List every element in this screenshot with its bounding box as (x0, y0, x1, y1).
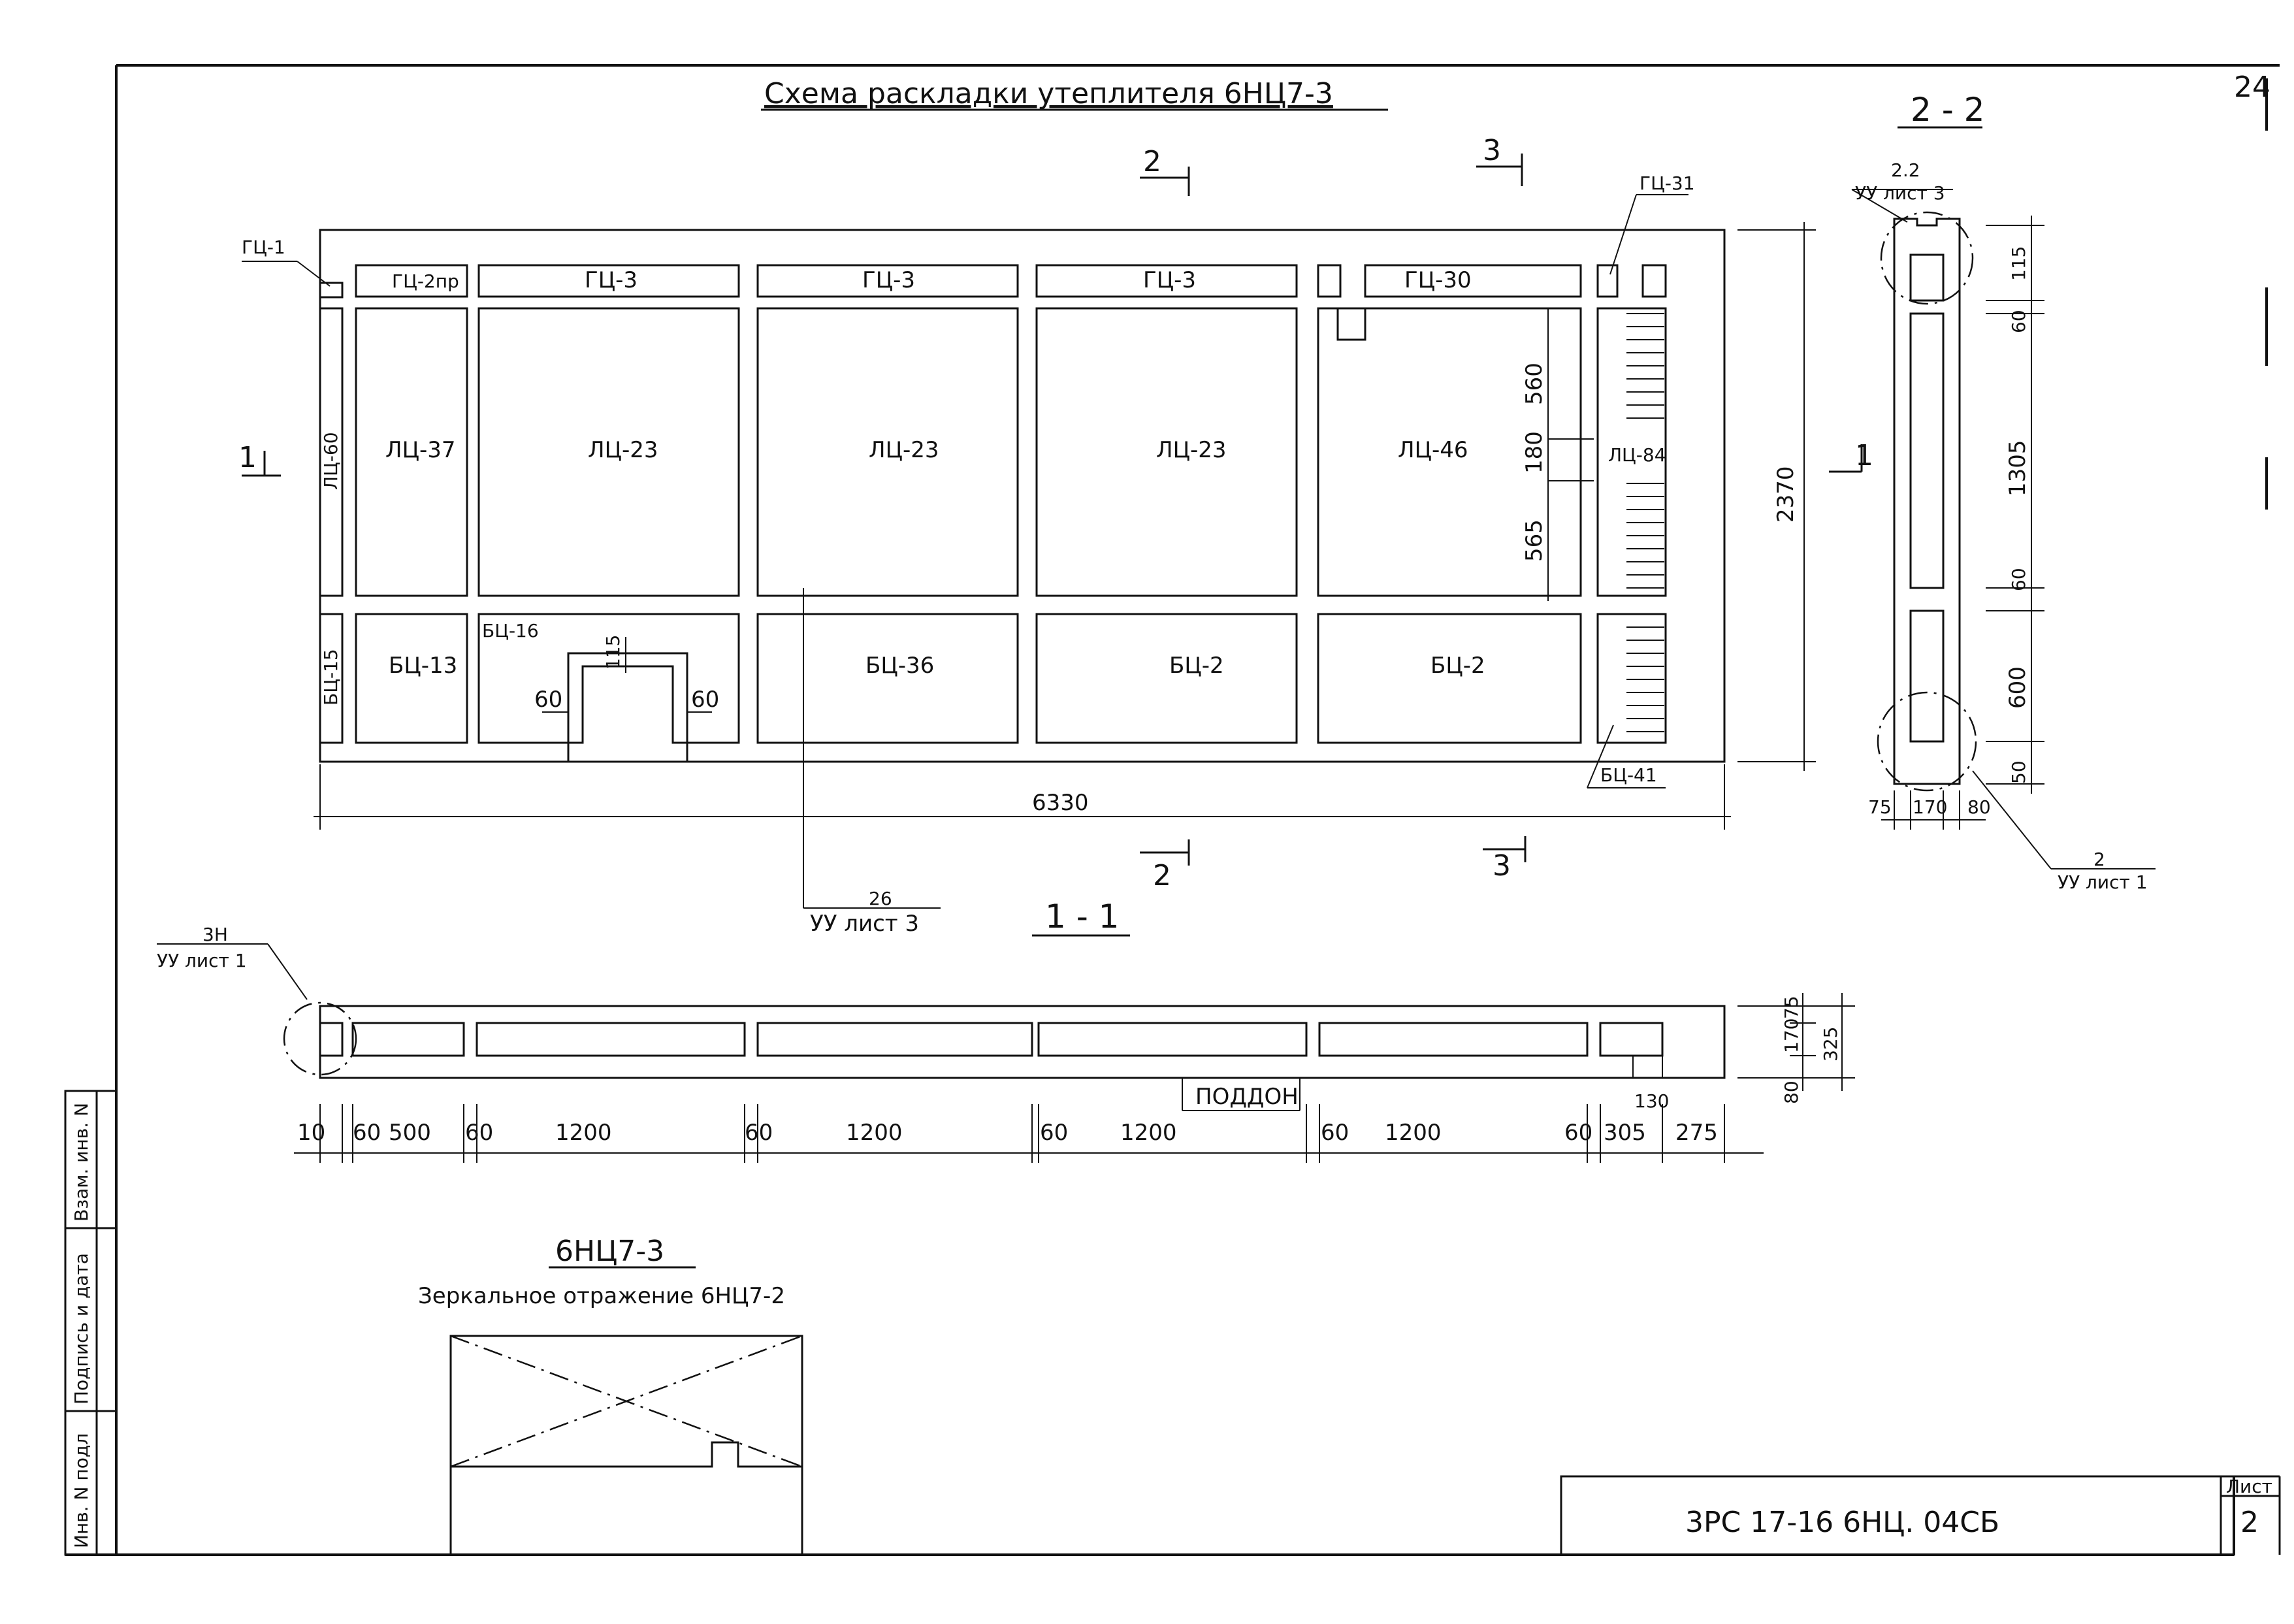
section-mark-3-top: 3 (1483, 134, 1501, 167)
side-stamp-sign: Подпись и дата (71, 1253, 92, 1405)
label-gc3-3: ГЦ-3 (1143, 267, 1196, 293)
label-bc16: БЦ-16 (482, 620, 539, 641)
label-lc46: ЛЦ-46 (1398, 437, 1468, 463)
dim-1-1-9: 60 (1321, 1120, 1349, 1146)
section-mark-2-bottom: 2 (1153, 859, 1171, 892)
label-bc2-2: БЦ-2 (1430, 653, 1485, 679)
callout-26-num: 26 (869, 888, 892, 909)
stamp-code: 3РС 17-16 6НЦ. 04СБ (1685, 1506, 1999, 1539)
section-2-2-title: 2 - 2 (1911, 91, 1984, 129)
stamp-sheet-label: Лист (2226, 1476, 2272, 1497)
dim-1-1-6: 1200 (846, 1120, 903, 1146)
label-gc3-1: ГЦ-3 (585, 267, 638, 293)
label-lc37: ЛЦ-37 (385, 437, 456, 463)
dim-1-1-12: 305 (1604, 1120, 1646, 1146)
section-mark-1-right: 1 (1855, 439, 1873, 472)
label-lc23-3: ЛЦ-23 (1156, 437, 1227, 463)
dim-565: 565 (1521, 519, 1547, 562)
section-1-1-title: 1 - 1 (1045, 898, 1119, 935)
dim-180: 180 (1521, 431, 1547, 474)
mirror-schematic (449, 1335, 803, 1555)
dim-1-1-0: 10 (297, 1120, 325, 1146)
label-lc23-2: ЛЦ-23 (869, 437, 939, 463)
side-stamp: Инв. N подл Подпись и дата Взам. инв. N (64, 1090, 118, 1556)
dim-overall-width: 6330 (1032, 790, 1089, 816)
label-bc2-1: БЦ-2 (1169, 653, 1224, 679)
side-stamp-replace: Взам. инв. N (71, 1103, 92, 1222)
dim-1-1-7: 60 (1040, 1120, 1068, 1146)
callout-22-num: 2.2 (1891, 159, 1920, 181)
dim-2-2-r4: 600 (2005, 666, 2031, 709)
label-bc15: БЦ-15 (320, 649, 342, 706)
note-text: Зеркальное отражение 6НЦ7-2 (418, 1283, 785, 1309)
dim-notch-h: 115 (602, 635, 624, 670)
dim-2-2-b1: 170 (1913, 796, 1947, 818)
section-1-1 (283, 993, 1855, 1163)
dim-2-2-b0: 75 (1868, 796, 1892, 818)
dim-2-2-r2: 1305 (2005, 440, 2031, 496)
label-lc23-1: ЛЦ-23 (588, 437, 658, 463)
dim-560: 560 (1521, 363, 1547, 405)
callout-22-sheet: УУ лист 3 (1855, 182, 1945, 204)
dim-1-1-v325: 325 (1820, 1027, 1841, 1062)
callout-2-num: 2 (2093, 849, 2105, 870)
dim-2-2-r1: 60 (2008, 310, 2029, 333)
label-bc13: БЦ-13 (389, 653, 457, 679)
section-mark-2-top: 2 (1143, 145, 1161, 178)
callout-3-num: 3Н (202, 924, 228, 945)
drawing-title: Схема раскладки утеплителя 6НЦ7-3 (764, 77, 1333, 110)
callout-26-sheet: УУ лист 3 (810, 911, 919, 937)
label-gc3-2: ГЦ-3 (862, 267, 915, 293)
dim-2-2-r0: 115 (2008, 246, 2029, 281)
dim-1-1-11: 60 (1564, 1120, 1592, 1146)
dim-1-1-1: 60 (353, 1120, 381, 1146)
label-lc60: ЛЦ-60 (320, 432, 342, 490)
dim-overall-height: 2370 (1773, 466, 1799, 523)
dim-1-1-10: 1200 (1385, 1120, 1442, 1146)
callout-podon: ПОДДОН (1195, 1084, 1299, 1110)
section-2-2 (1851, 189, 2156, 869)
section-mark-1-left: 1 (238, 441, 257, 474)
dim-notch-right: 60 (691, 687, 719, 713)
note-title: 6НЦ7-3 (555, 1235, 664, 1268)
label-bc41: БЦ-41 (1600, 764, 1657, 786)
dim-1-1-v80: 80 (1781, 1080, 1802, 1104)
label-gc31: ГЦ-31 (1640, 172, 1695, 194)
label-lc84: ЛЦ-84 (1608, 444, 1666, 466)
dim-1-1-3: 60 (465, 1120, 493, 1146)
corner-sheet-number: 24 (2234, 71, 2270, 104)
plan-dimensions (314, 222, 1816, 830)
section-mark-3-bottom: 3 (1493, 849, 1511, 883)
dim-1-1-13: 275 (1675, 1120, 1718, 1146)
plan-view (319, 229, 1726, 763)
dim-2-2-r5: 50 (2008, 760, 2029, 784)
title-block (1560, 1475, 2281, 1556)
callout-2-sheet: УУ лист 1 (2058, 871, 2148, 893)
label-gc2pr: ГЦ-2пр (392, 270, 459, 292)
callout-3-sheet: УУ лист 1 (157, 950, 247, 971)
dim-1-1-4: 1200 (555, 1120, 612, 1146)
label-bc36: БЦ-36 (865, 653, 934, 679)
dim-1-1-sub: 130 (1634, 1090, 1669, 1112)
label-gc30: ГЦ-30 (1404, 267, 1472, 293)
dim-1-1-2: 500 (389, 1120, 431, 1146)
dim-1-1-8: 1200 (1120, 1120, 1177, 1146)
dim-notch-left: 60 (534, 687, 562, 713)
dim-2-2-b2: 80 (1967, 796, 1991, 818)
label-gc1: ГЦ-1 (242, 236, 285, 258)
dim-2-2-r3: 60 (2008, 568, 2029, 591)
dim-1-1-v170: 170 (1781, 1018, 1802, 1053)
dim-1-1-5: 60 (745, 1120, 773, 1146)
stamp-sheet-value: 2 (2240, 1506, 2259, 1539)
section-marks (242, 154, 1863, 866)
side-stamp-inv: Инв. N подл (71, 1433, 92, 1548)
dim-1-1-v75: 75 (1781, 996, 1802, 1019)
